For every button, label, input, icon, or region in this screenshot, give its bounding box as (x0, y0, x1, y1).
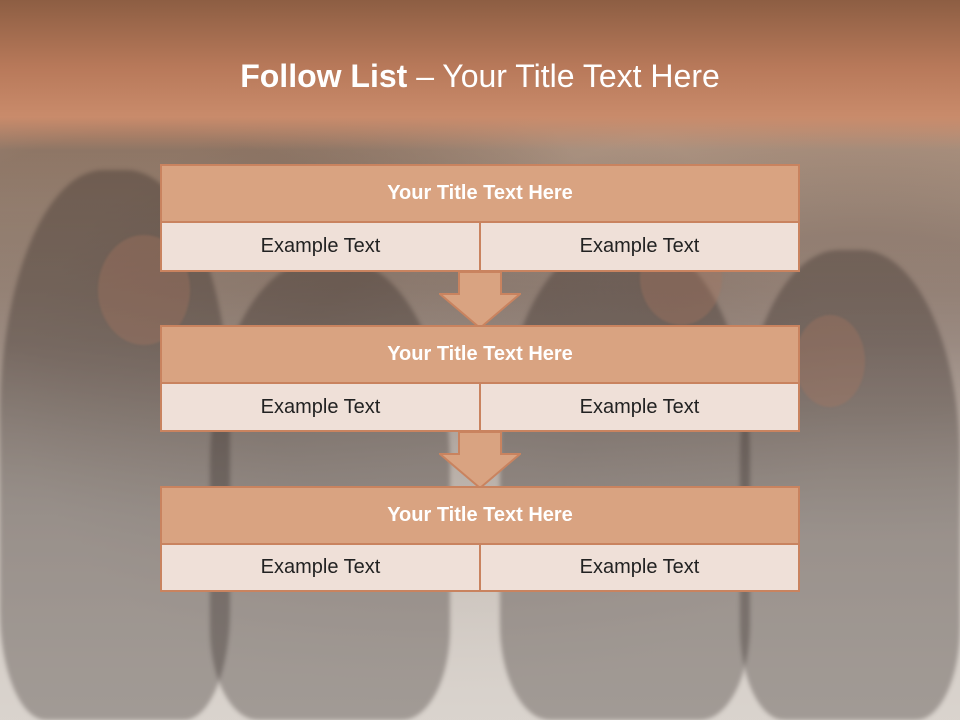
flow-step-left-text: Example Text (260, 235, 381, 257)
slide-title-normal: – Your Title Text Here (416, 58, 720, 94)
slide-title: Follow List – Your Title Text Here (0, 56, 960, 96)
flow-step-left-text: Example Text (260, 556, 381, 578)
slide-title-bold: Follow List (240, 58, 408, 94)
flow-step-right-text: Example Text (479, 545, 798, 590)
title-band (0, 0, 960, 150)
flow-step-row: Example Text Example Text (162, 223, 798, 270)
graduate-figure (740, 250, 960, 720)
flow-step-title: Your Title Text Here (162, 327, 798, 384)
down-arrow-icon (439, 271, 521, 329)
flow-step-row: Example Text Example Text (162, 545, 798, 590)
flow-step-title: Your Title Text Here (162, 166, 798, 223)
flow-step-left-text: Example Text (260, 395, 381, 418)
flow-step-right-text: Example Text (479, 223, 798, 270)
flow-step-title: Your Title Text Here (162, 488, 798, 545)
flow-step-3: Your Title Text Here Example Text Exampl… (160, 486, 800, 592)
graduate-figure (500, 240, 750, 720)
flow-step-1: Your Title Text Here Example Text Exampl… (160, 164, 800, 272)
flow-step-right-text: Example Text (479, 384, 798, 430)
flow-step-row: Example Text Example Text (162, 384, 798, 430)
flow-step-2: Your Title Text Here Example Text Exampl… (160, 325, 800, 432)
down-arrow-icon (439, 431, 521, 489)
graduate-face (795, 315, 865, 407)
